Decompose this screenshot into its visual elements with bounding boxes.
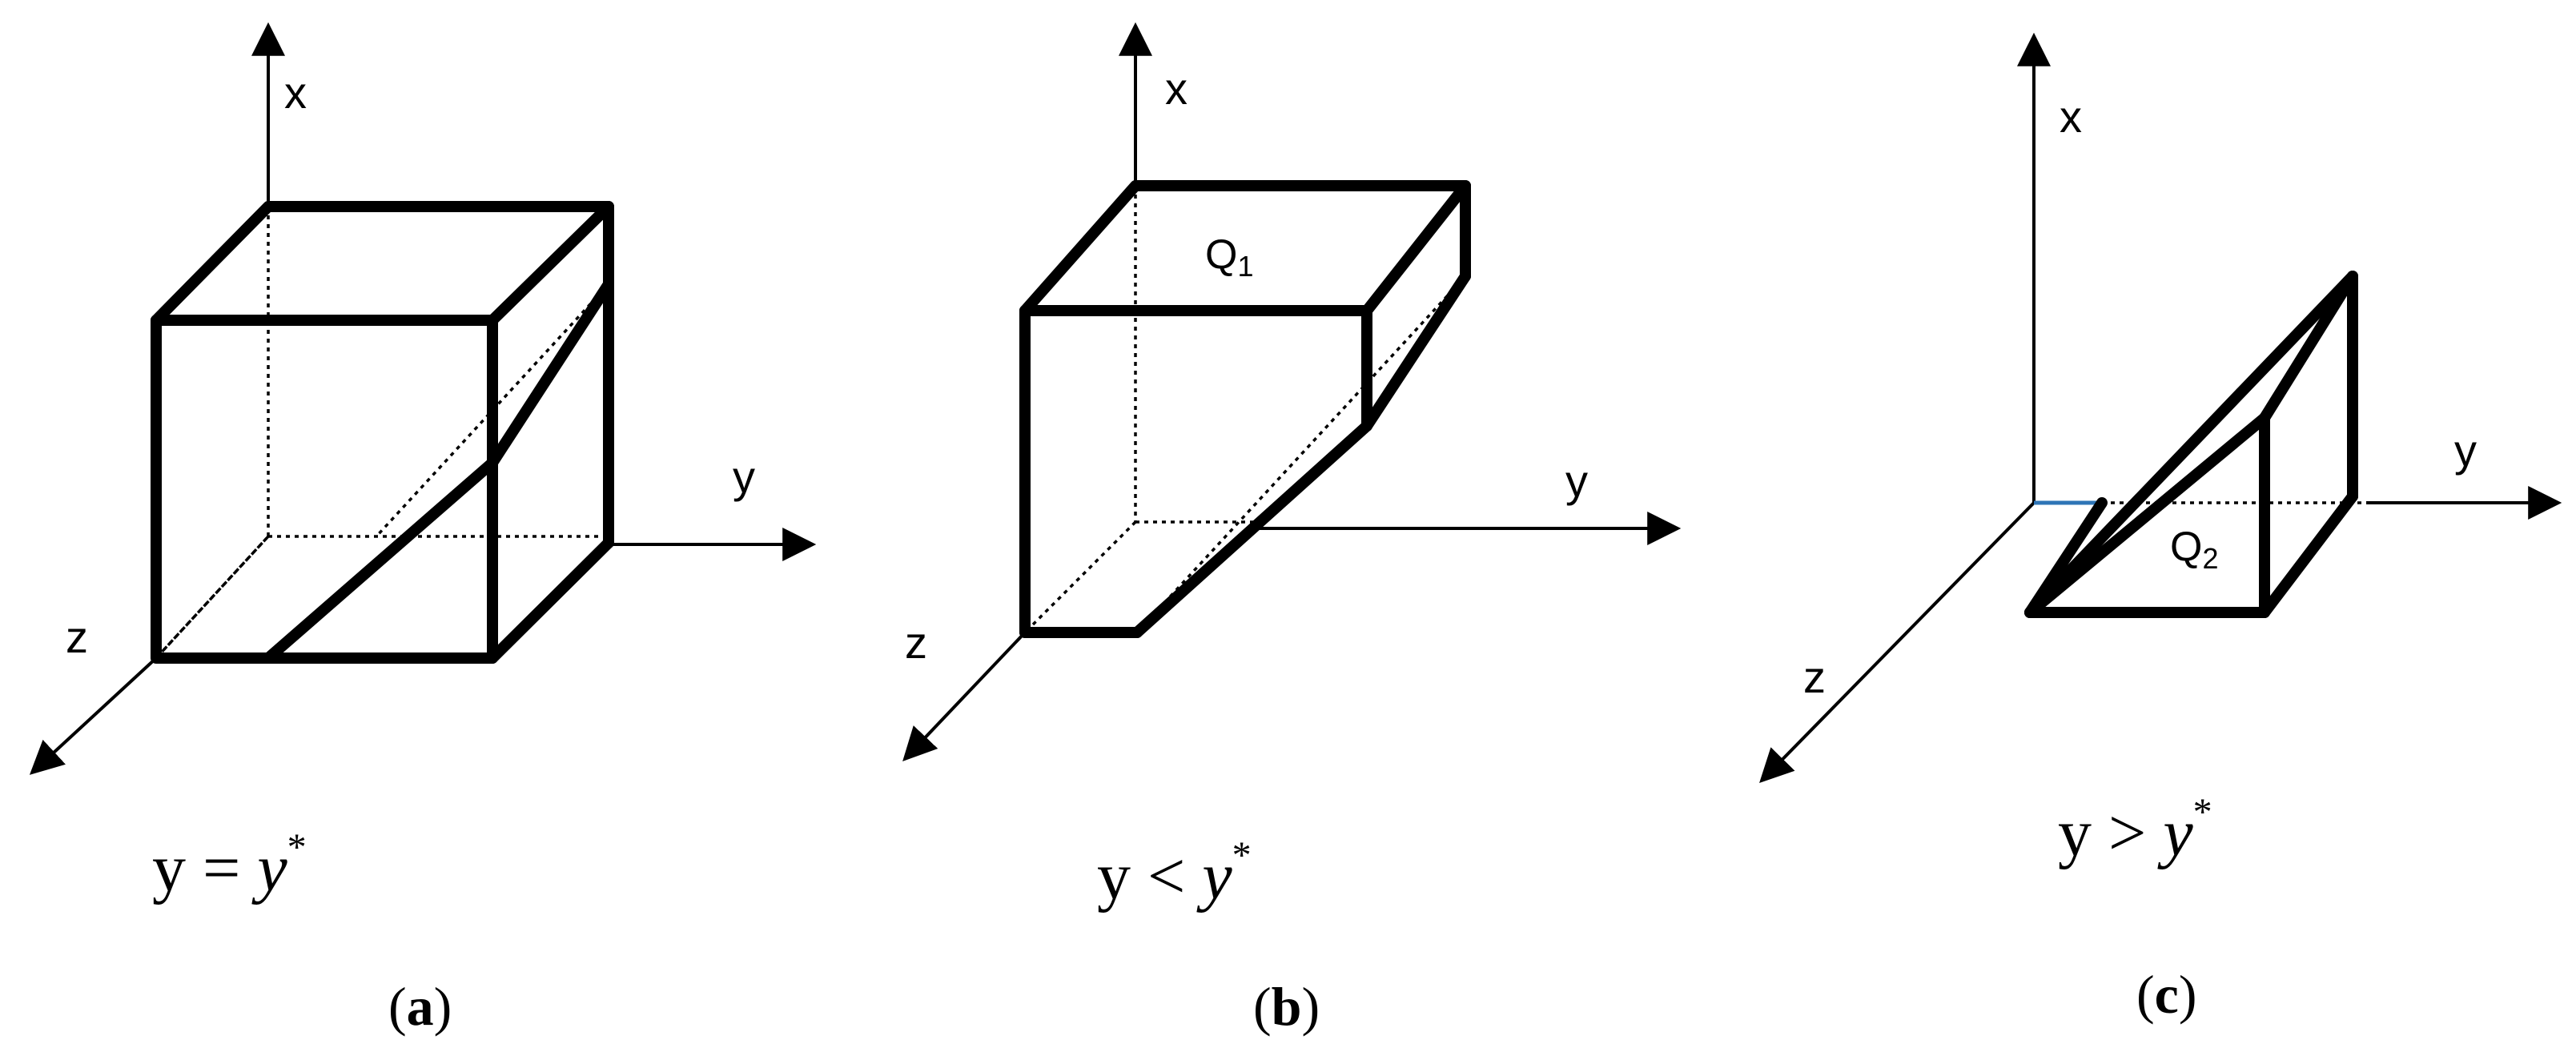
x-axis-label: x	[1165, 63, 1188, 114]
y-axis-label: y	[733, 452, 755, 502]
panel-c: x y z Q2 y > y* (c)	[1759, 32, 2562, 1025]
condition-label: y > y*	[2058, 791, 2212, 870]
y-axis-label: y	[1565, 456, 1588, 506]
z-axis-label: z	[905, 617, 927, 668]
caption-a: (a)	[388, 976, 452, 1037]
panel-a: x y z y = y* (a)	[29, 22, 817, 1037]
y-axis-label: y	[2454, 425, 2477, 476]
cube-outline	[151, 201, 614, 664]
z-axis-arrow	[29, 656, 158, 775]
caption-c: (c)	[2136, 964, 2197, 1025]
z-axis-arrow	[1759, 501, 2035, 783]
panel-b: x y z Q1 y < y* (b)	[902, 22, 1682, 1037]
x-axis-label: x	[2060, 91, 2082, 142]
region-label-q1: Q1	[1205, 231, 1253, 283]
caption-b: (b)	[1253, 976, 1320, 1037]
x-axis-label: x	[284, 67, 307, 118]
cutting-plane	[263, 279, 614, 664]
hidden-edges	[155, 207, 610, 660]
hidden-edges	[1023, 186, 1467, 634]
condition-label: y < y*	[1097, 834, 1252, 913]
z-axis-arrow	[902, 631, 1027, 762]
wedge-outline	[2024, 271, 2358, 618]
z-axis-label: z	[66, 612, 88, 662]
condition-label: y = y*	[152, 826, 307, 905]
z-axis-label: z	[1803, 652, 1826, 702]
region-label-q2: Q2	[2170, 524, 2218, 575]
truncated-box-outline	[1019, 180, 1471, 638]
